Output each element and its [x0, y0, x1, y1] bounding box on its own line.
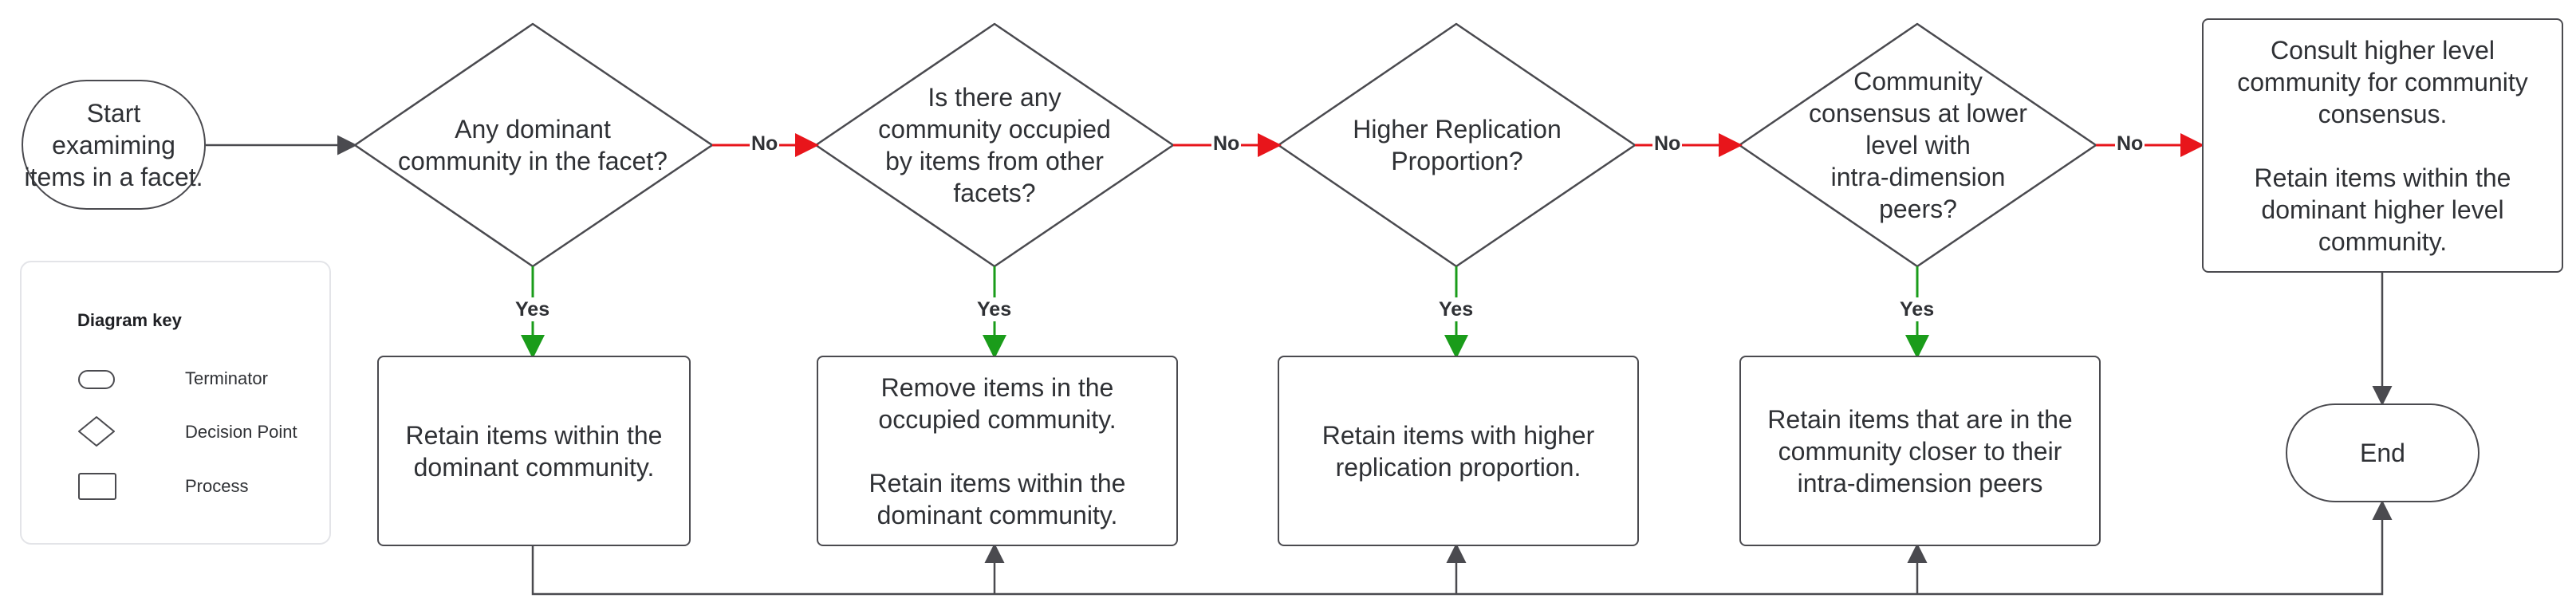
edge-label-yes-4: Yes [1898, 297, 1936, 321]
edge-label-yes-1: Yes [514, 297, 552, 321]
process-retain-closer-peers: Retain items that are in the community c… [1739, 356, 2101, 546]
edge-label-yes-2: Yes [975, 297, 1014, 321]
decision-4-label: Community consensus at lower level with … [1809, 67, 2027, 223]
process-key-label: Process [185, 476, 249, 496]
edge-label-no-3: No [1652, 132, 1683, 155]
process-5-label: Consult higher level community for commu… [2237, 35, 2528, 256]
edge-label-yes-3: Yes [1437, 297, 1475, 321]
edge-label-no-4: No [2115, 132, 2145, 155]
edge-bottom-bus [531, 500, 2393, 596]
process-retain-dominant: Retain items within the dominant communi… [377, 356, 691, 546]
diagram-key: Diagram key Terminator Decision Point Pr… [20, 261, 331, 545]
decision-3-label: Higher Replication Proportion? [1353, 115, 1562, 175]
start-label: Start examiming items in a facet. [24, 98, 203, 191]
edge-label-no-1: No [750, 132, 780, 155]
process-key-icon [78, 473, 116, 500]
terminator-key-icon [78, 370, 115, 389]
end-terminator: End [2286, 403, 2479, 502]
process-4-label: Retain items that are in the community c… [1767, 404, 2073, 498]
diagram-key-title: Diagram key [77, 310, 182, 330]
process-remove-occupied: Remove items in the occupied community. … [817, 356, 1178, 546]
process-consult-higher-level: Consult higher level community for commu… [2202, 18, 2563, 273]
start-terminator: Start examiming items in a facet. [22, 80, 206, 210]
terminator-key-label: Terminator [185, 368, 268, 388]
edge-label-no-2: No [1211, 132, 1242, 155]
process-1-label: Retain items within the dominant communi… [405, 420, 663, 482]
decision-key-icon [78, 416, 115, 447]
process-retain-replication: Retain items with higher replication pro… [1278, 356, 1639, 546]
decision-1-label: Any dominant community in the facet? [398, 115, 668, 175]
decision-2-label: Is there any community occupied by items… [878, 83, 1111, 207]
decision-key-label: Decision Point [185, 422, 297, 442]
process-3-label: Retain items with higher replication pro… [1321, 420, 1595, 482]
process-2-label: Remove items in the occupied community. … [869, 372, 1126, 529]
end-label: End [2360, 439, 2405, 467]
